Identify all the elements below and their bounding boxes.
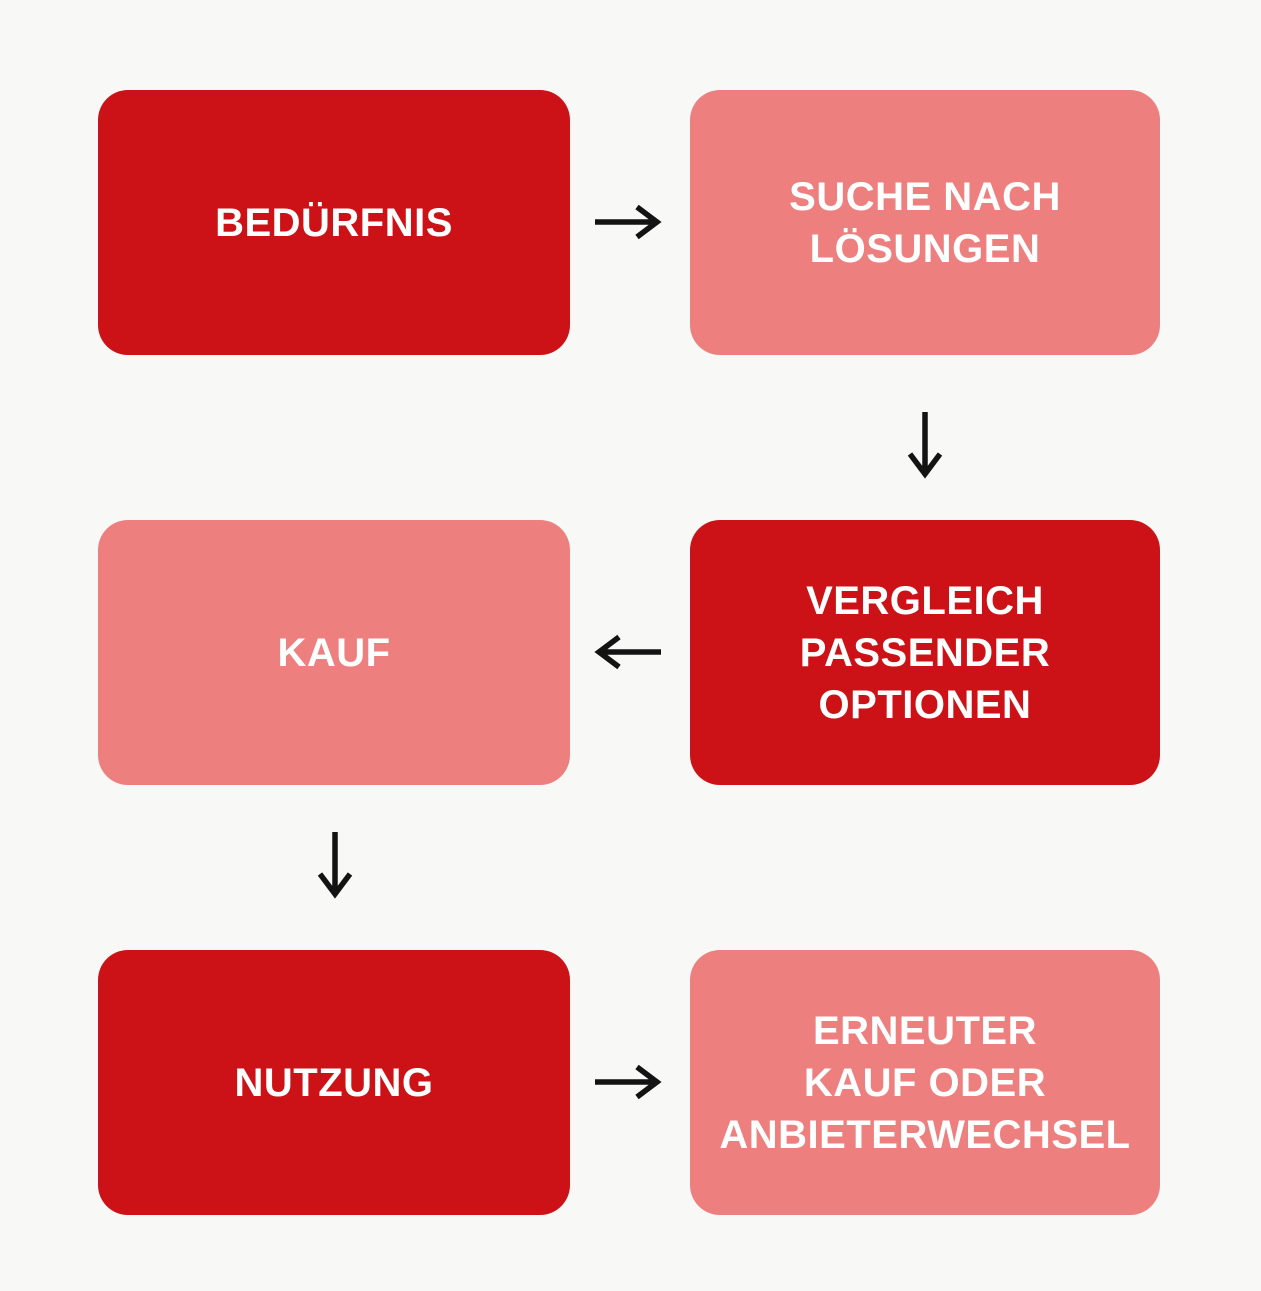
arrow-right-icon [595,204,662,240]
node-suche-nach-loesungen-label: SUCHE NACH LÖSUNGEN [789,174,1061,271]
node-beduerfnis-label: BEDÜRFNIS [215,200,453,245]
node-beduerfnis: BEDÜRFNIS [98,90,570,355]
node-vergleich-passender-optionen: VERGLEICH PASSENDER OPTIONEN [690,520,1160,785]
node-nutzung: NUTZUNG [98,950,570,1215]
node-kauf-label: KAUF [277,630,391,675]
node-erneuter-kauf-oder-anbieterwechsel-label: ERNEUTER KAUF ODER ANBIETERWECHSEL [719,1008,1131,1157]
arrow-down-icon [907,412,943,479]
node-nutzung-label: NUTZUNG [234,1060,434,1105]
node-vergleich-passender-optionen-label: VERGLEICH PASSENDER OPTIONEN [799,578,1051,727]
node-suche-nach-loesungen: SUCHE NACH LÖSUNGEN [690,90,1160,355]
node-kauf: KAUF [98,520,570,785]
node-erneuter-kauf-oder-anbieterwechsel: ERNEUTER KAUF ODER ANBIETERWECHSEL [690,950,1160,1215]
arrow-left-icon [594,634,661,670]
arrow-down-icon [317,832,353,899]
arrow-right-icon [595,1064,662,1100]
